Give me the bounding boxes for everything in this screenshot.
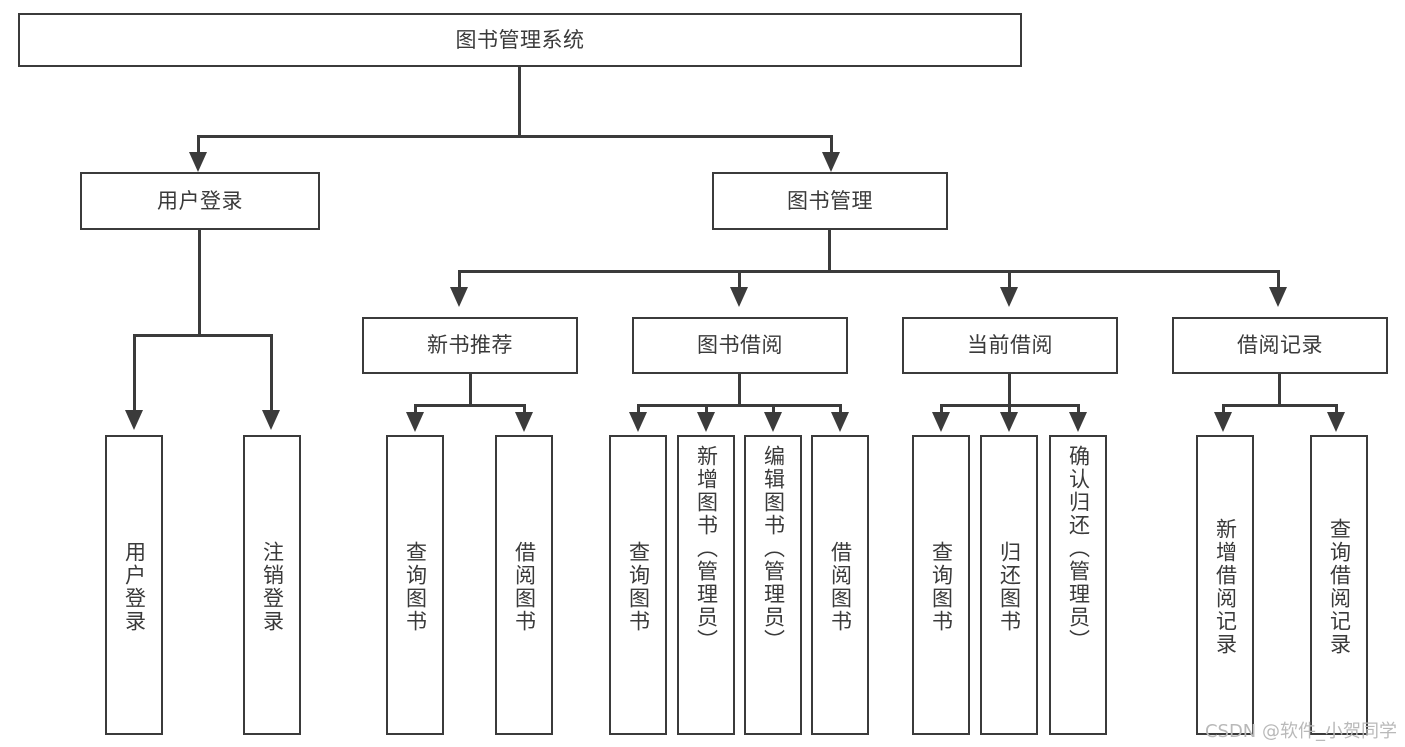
leaf-label: 查询图书 xyxy=(403,541,428,633)
connector-user-login-bar xyxy=(133,334,273,337)
leaf-label: 新增图书（管理员） xyxy=(694,445,719,652)
connector-current-l1 xyxy=(940,404,943,414)
node-label: 用户登录 xyxy=(157,188,243,213)
leaf-record-add-record[interactable]: 新增借阅记录 xyxy=(1196,435,1254,735)
leaf-label: 新增借阅记录 xyxy=(1213,518,1238,656)
connector-user-login-stem xyxy=(198,230,201,336)
leaf-label: 借阅图书 xyxy=(512,541,537,633)
node-book-borrow[interactable]: 图书借阅 xyxy=(632,317,848,374)
arrow-to-current-borrow xyxy=(1000,287,1018,307)
connector-record-bar xyxy=(1222,404,1338,407)
node-label: 当前借阅 xyxy=(967,333,1053,358)
leaf-borrow-edit-book-admin[interactable]: 编辑图书（管理员） xyxy=(744,435,802,735)
csdn-watermark: CSDN @软件_小贺同学 xyxy=(1204,721,1397,742)
leaf-label: 确认归还（管理员） xyxy=(1066,445,1091,652)
leaf-label: 查询借阅记录 xyxy=(1327,518,1352,656)
node-root-library-system[interactable]: 图书管理系统 xyxy=(18,13,1022,67)
node-label: 图书管理 xyxy=(787,188,873,213)
connector-book-manage-c1 xyxy=(458,270,461,290)
leaf-label: 查询图书 xyxy=(929,541,954,633)
connector-borrow-stem xyxy=(738,374,741,406)
leaf-borrow-query-book[interactable]: 查询图书 xyxy=(609,435,667,735)
node-borrow-record[interactable]: 借阅记录 xyxy=(1172,317,1388,374)
arrow-user-login-to-login xyxy=(125,410,143,430)
arrow-to-new-book-recommend xyxy=(450,287,468,307)
connector-record-stem xyxy=(1278,374,1281,406)
arrow-user-login-to-logout xyxy=(262,410,280,430)
connector-book-manage-bar xyxy=(458,270,1280,273)
arrow-current-to-return xyxy=(1000,412,1018,432)
leaf-label: 查询图书 xyxy=(626,541,651,633)
connector-book-manage-stem xyxy=(828,230,831,272)
arrow-current-to-query xyxy=(932,412,950,432)
node-label: 借阅记录 xyxy=(1237,333,1323,358)
leaf-recommend-query-book[interactable]: 查询图书 xyxy=(386,435,444,735)
connector-user-login-right xyxy=(270,334,273,412)
connector-current-l2 xyxy=(1008,404,1011,414)
node-user-login[interactable]: 用户登录 xyxy=(80,172,320,230)
connector-record-l2 xyxy=(1335,404,1338,414)
connector-borrow-l1 xyxy=(637,404,640,414)
connector-current-stem xyxy=(1008,374,1011,406)
leaf-record-query-record[interactable]: 查询借阅记录 xyxy=(1310,435,1368,735)
arrow-borrow-to-query xyxy=(629,412,647,432)
node-label: 图书借阅 xyxy=(697,333,783,358)
arrow-borrow-to-add xyxy=(697,412,715,432)
node-book-management[interactable]: 图书管理 xyxy=(712,172,948,230)
connector-root-to-user-login xyxy=(197,135,200,155)
connector-root-bar xyxy=(197,135,833,138)
leaf-recommend-borrow-book[interactable]: 借阅图书 xyxy=(495,435,553,735)
leaf-label: 用户登录 xyxy=(122,541,147,633)
arrow-record-to-add xyxy=(1214,412,1232,432)
arrow-recommend-to-query xyxy=(406,412,424,432)
connector-recommend-bar xyxy=(414,404,526,407)
arrow-borrow-to-lend xyxy=(831,412,849,432)
arrow-to-borrow-record xyxy=(1269,287,1287,307)
connector-book-manage-c2 xyxy=(738,270,741,290)
node-label: 图书管理系统 xyxy=(455,27,585,52)
connector-borrow-l3 xyxy=(772,404,775,414)
connector-borrow-bar xyxy=(637,404,841,407)
connector-current-l3 xyxy=(1077,404,1080,414)
leaf-current-confirm-return-admin[interactable]: 确认归还（管理员） xyxy=(1049,435,1107,735)
leaf-current-return-book[interactable]: 归还图书 xyxy=(980,435,1038,735)
connector-borrow-l2 xyxy=(705,404,708,414)
node-new-book-recommend[interactable]: 新书推荐 xyxy=(362,317,578,374)
connector-borrow-l4 xyxy=(839,404,842,414)
arrow-to-book-borrow xyxy=(730,287,748,307)
leaf-label: 注销登录 xyxy=(260,541,285,633)
leaf-label: 编辑图书（管理员） xyxy=(761,445,786,652)
leaf-borrow-add-book-admin[interactable]: 新增图书（管理员） xyxy=(677,435,735,735)
leaf-borrow-lend-book[interactable]: 借阅图书 xyxy=(811,435,869,735)
arrow-record-to-query xyxy=(1327,412,1345,432)
connector-user-login-left xyxy=(133,334,136,412)
connector-recommend-stem xyxy=(469,374,472,406)
leaf-label: 归还图书 xyxy=(997,541,1022,633)
connector-recommend-l1 xyxy=(414,404,417,414)
connector-book-manage-c4 xyxy=(1277,270,1280,290)
arrow-recommend-to-borrow xyxy=(515,412,533,432)
arrow-root-to-book-manage xyxy=(822,152,840,172)
connector-record-l1 xyxy=(1222,404,1225,414)
connector-book-manage-c3 xyxy=(1008,270,1011,290)
arrow-borrow-to-edit xyxy=(764,412,782,432)
leaf-logout[interactable]: 注销登录 xyxy=(243,435,301,735)
connector-root-to-book-manage xyxy=(830,135,833,155)
arrow-root-to-user-login xyxy=(189,152,207,172)
leaf-label: 借阅图书 xyxy=(828,541,853,633)
arrow-current-to-confirm xyxy=(1069,412,1087,432)
connector-recommend-l2 xyxy=(523,404,526,414)
leaf-current-query-book[interactable]: 查询图书 xyxy=(912,435,970,735)
leaf-user-login[interactable]: 用户登录 xyxy=(105,435,163,735)
node-current-borrow[interactable]: 当前借阅 xyxy=(902,317,1118,374)
connector-root-stem xyxy=(518,67,521,137)
node-label: 新书推荐 xyxy=(427,333,513,358)
